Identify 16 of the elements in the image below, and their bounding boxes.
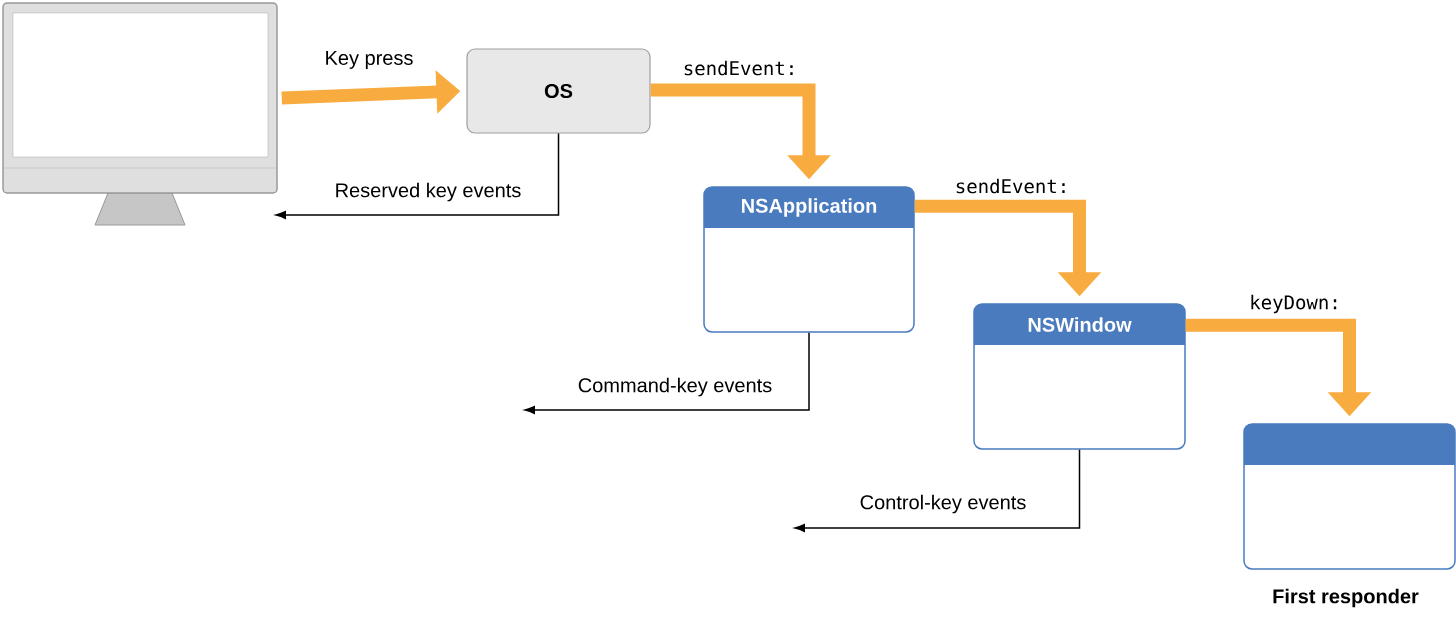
window-box: First responder bbox=[1243, 423, 1456, 608]
edge-label: Reserved key events bbox=[333, 181, 523, 203]
edge-label: Command-key events bbox=[576, 376, 774, 398]
edge-label: Control-key events bbox=[858, 493, 1028, 515]
arrow bbox=[275, 132, 560, 219]
window-box: NSWindow bbox=[973, 303, 1186, 450]
edge-label: sendEvent: bbox=[681, 59, 799, 77]
edge-label: Key press bbox=[323, 50, 415, 70]
monitor-drawing bbox=[2, 2, 278, 226]
arrow bbox=[524, 332, 810, 414]
node-label: First responder bbox=[1273, 588, 1419, 608]
edge-label: keyDown: bbox=[1248, 293, 1342, 315]
process-box: OS bbox=[466, 48, 651, 134]
edge-label: sendEvent: bbox=[953, 177, 1071, 195]
arrow bbox=[794, 449, 1081, 532]
window-box: NSApplication bbox=[703, 186, 915, 333]
